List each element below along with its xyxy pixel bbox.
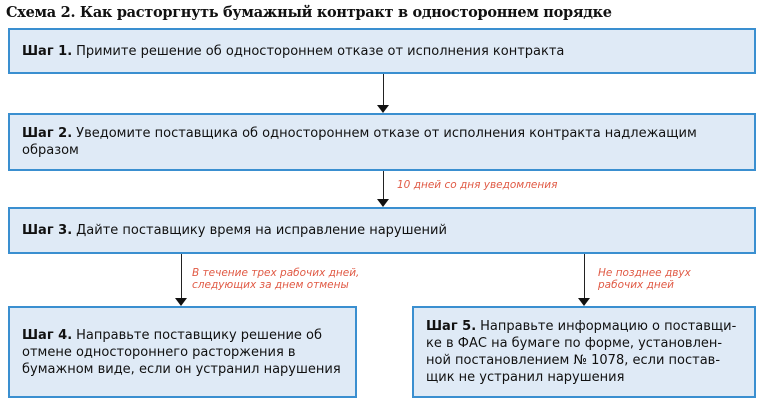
step-5-box: Шаг 5.Направьте информацию о поставщи­ке… (412, 306, 756, 398)
step-1-box: Шаг 1.Примите решение об одностороннем о… (8, 28, 756, 74)
note-step2-to-3: 10 дней со дня уведомления (397, 179, 558, 191)
step-label: Шаг 4. (22, 327, 73, 343)
note-step3-to-5: Не позднее двух рабочих дней (598, 267, 691, 291)
step-4-box: Шаг 4.Направьте поставщику решение об от… (8, 306, 357, 398)
step-label: Шаг 5. (426, 319, 477, 334)
step-label: Шаг 1. (22, 43, 73, 59)
step-text: Примите решение об одностороннем отказе … (76, 43, 565, 59)
arrow-1-2 (383, 74, 384, 106)
step-text: Направьте поставщику решение об отмене о… (22, 327, 341, 377)
arrowhead-icon (377, 199, 389, 207)
arrow-3-4 (181, 254, 182, 299)
arrow-3-5 (584, 254, 585, 299)
arrowhead-icon (377, 105, 389, 113)
step-text: Дайте поставщику время на исправление на… (76, 223, 447, 238)
step-2-box: Шаг 2.Уведомите поставщика об односторон… (8, 113, 756, 171)
step-3-box: Шаг 3.Дайте поставщику время на исправле… (8, 207, 756, 254)
arrowhead-icon (578, 298, 590, 306)
diagram-title: Схема 2. Как расторгнуть бумажный контра… (6, 4, 612, 21)
arrowhead-icon (175, 298, 187, 306)
arrow-2-3 (383, 171, 384, 200)
step-text: Направьте информацию о поставщи­ке в ФАС… (426, 319, 737, 385)
step-label: Шаг 3. (22, 223, 73, 238)
note-step3-to-4: В течение трех рабочих дней, следующих з… (192, 267, 360, 291)
step-label: Шаг 2. (22, 126, 73, 141)
step-text: Уведомите поставщика об одностороннем от… (22, 126, 697, 158)
